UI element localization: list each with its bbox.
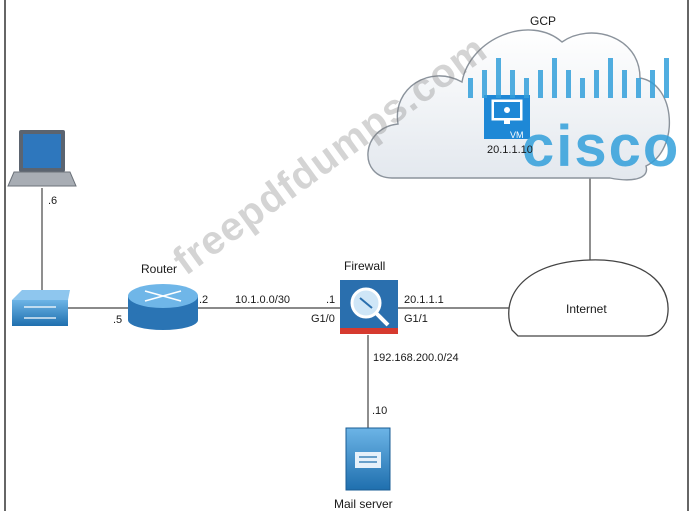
- fw-outside-ip-label: 20.1.1.1: [404, 294, 444, 306]
- fw-outside-if-label: G1/1: [404, 313, 428, 325]
- fw-inside-if-label: G1/0: [311, 313, 335, 325]
- switch-icon: [12, 290, 70, 326]
- link-subnet-label: 10.1.0.0/30: [235, 294, 291, 306]
- mailserver-icon: [345, 427, 391, 491]
- dmz-subnet-label: 192.168.200.0/24: [373, 352, 459, 364]
- cisco-logo-text: cisco: [522, 114, 680, 179]
- internet-cloud-shape: [508, 259, 669, 337]
- internet-label: Internet: [566, 302, 607, 316]
- gcp-label: GCP: [530, 14, 557, 28]
- router-label: Router: [141, 262, 178, 276]
- fw-inside-ip-label: .1: [326, 294, 336, 306]
- firewall-icon: [340, 280, 398, 334]
- laptop-icon: [7, 130, 77, 187]
- router-icon: [128, 284, 198, 330]
- vm-label: VM: [510, 130, 524, 140]
- cisco-logo-bars: [468, 58, 669, 98]
- vm-icon: [484, 95, 530, 139]
- switch-ip-label: .5: [113, 314, 123, 326]
- firewall-label: Firewall: [344, 259, 386, 273]
- laptop-ip-label: .6: [48, 195, 58, 207]
- mailserver-label: Mail server: [334, 497, 393, 511]
- mail-ip-label: .10: [372, 405, 388, 417]
- vm-ip-label: 20.1.1.10: [487, 144, 533, 156]
- router-ip-label: .2: [199, 294, 209, 306]
